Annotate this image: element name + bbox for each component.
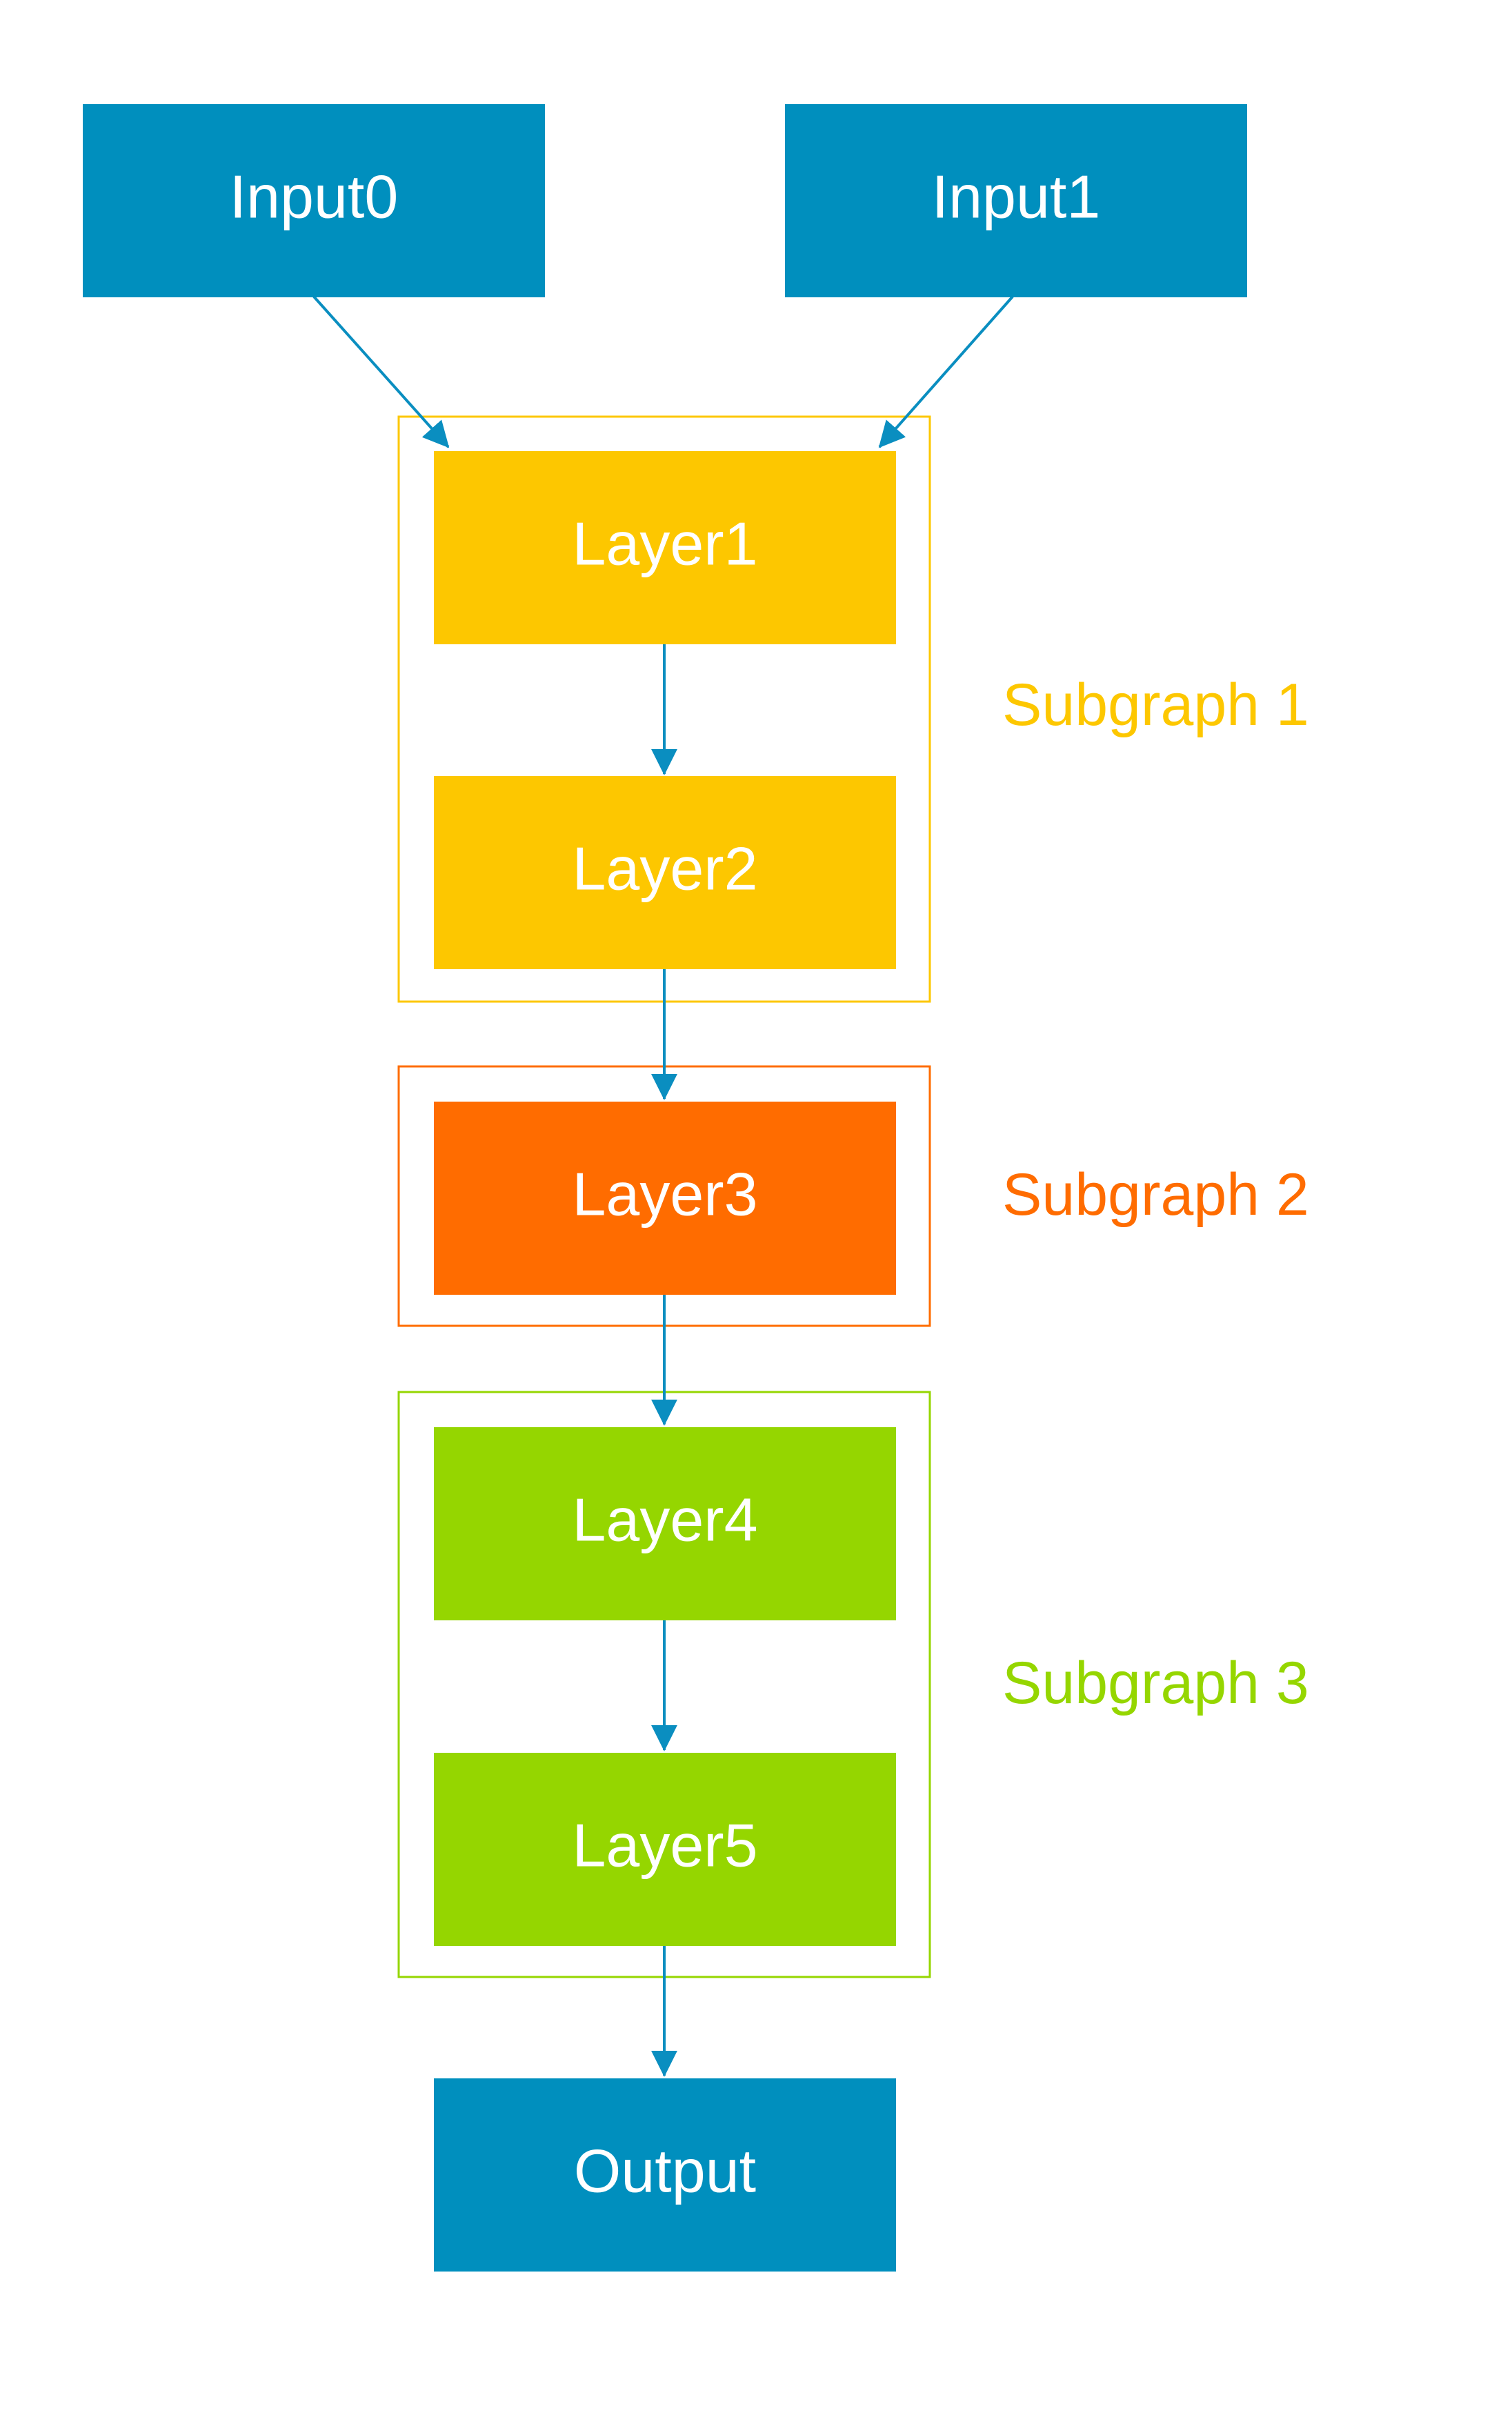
node-layer4: Layer4: [434, 1427, 896, 1620]
node-input1: Input1: [785, 104, 1247, 297]
node-layer2: Layer2: [434, 776, 896, 969]
node-input0: Input0: [83, 104, 545, 297]
node-layer5: Layer5: [434, 1753, 896, 1946]
node-layer1-label: Layer1: [572, 510, 757, 578]
edge-input0-layer1: [312, 295, 450, 448]
node-layer4-label: Layer4: [572, 1486, 757, 1554]
subgraph-1-label: Subgraph 1: [1002, 672, 1309, 738]
node-input0-label: Input0: [230, 163, 399, 231]
node-input1-label: Input1: [932, 163, 1101, 231]
node-output-label: Output: [574, 2137, 756, 2205]
subgraph-3-label: Subgraph 3: [1002, 1650, 1309, 1716]
node-layer3: Layer3: [434, 1102, 896, 1295]
edge-input1-layer1: [878, 295, 1014, 448]
node-output: Output: [434, 2078, 896, 2272]
node-layer3-label: Layer3: [572, 1160, 757, 1229]
node-layer2-label: Layer2: [572, 835, 757, 903]
node-layer1: Layer1: [434, 451, 896, 644]
subgraph-2-label: Subgraph 2: [1002, 1162, 1309, 1228]
node-layer5-label: Layer5: [572, 1811, 757, 1880]
